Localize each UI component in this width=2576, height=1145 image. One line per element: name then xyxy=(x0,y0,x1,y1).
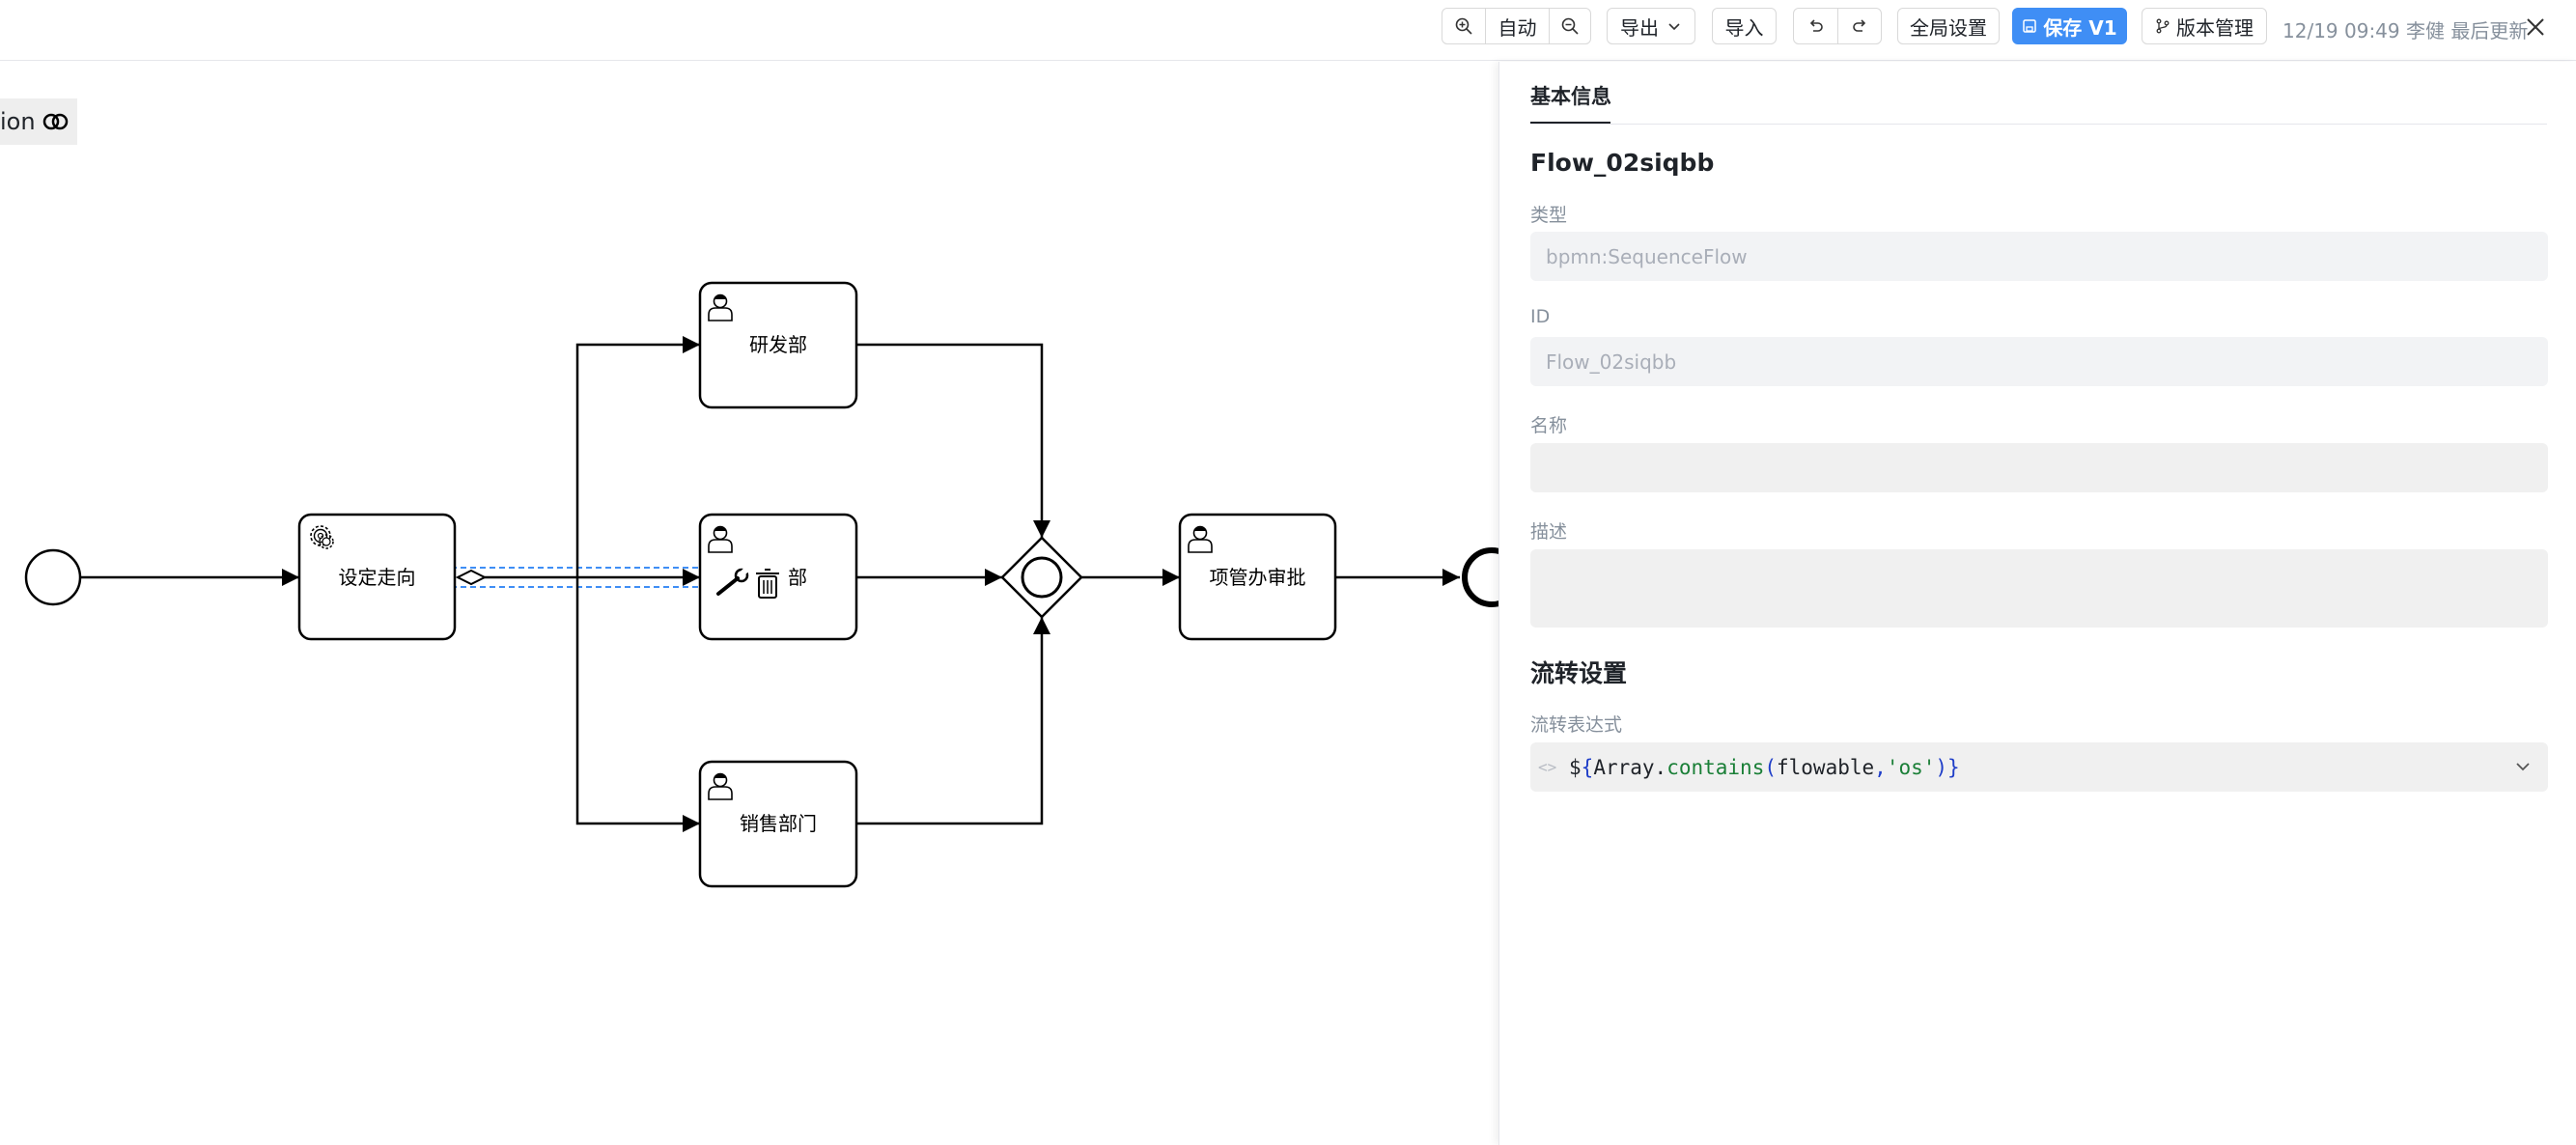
expr-token: ( xyxy=(1764,755,1777,779)
description-input[interactable] xyxy=(1530,549,2548,628)
canvas-toggle-label: ion xyxy=(0,108,36,135)
chevron-down-icon xyxy=(1668,23,1680,31)
end-event[interactable] xyxy=(1462,547,1498,607)
zoom-in-button[interactable] xyxy=(1442,9,1485,43)
sequence-flow-to-rd[interactable] xyxy=(575,336,700,577)
export-label: 导出 xyxy=(1620,15,1659,40)
expression-code: ${Array.contains(flowable,'os')} xyxy=(1569,756,1960,779)
save-icon xyxy=(2023,19,2037,33)
zoom-in-icon xyxy=(1455,17,1472,35)
task-rd[interactable]: 研发部 xyxy=(698,281,858,409)
last-updated-text: 12/19 09:49 李健 最后更新 xyxy=(2282,19,2529,42)
flow-expression-editor[interactable]: <> ${Array.contains(flowable,'os')} xyxy=(1530,742,2548,792)
tab-active-indicator xyxy=(1530,122,1610,125)
properties-panel: 基本信息 Flow_02siqbb 类型 bpmn:SequenceFlow I… xyxy=(1498,62,2576,1145)
task-sales-label: 销售部门 xyxy=(740,812,817,835)
task-sales[interactable]: 销售部门 xyxy=(698,760,858,888)
expr-token: 'os' xyxy=(1886,755,1936,779)
close-button[interactable] xyxy=(2522,14,2549,41)
zoom-auto-button[interactable]: 自动 xyxy=(1485,9,1549,43)
save-button[interactable]: 保存 V1 xyxy=(2012,8,2127,44)
expr-token: . xyxy=(1654,755,1667,779)
branch-icon xyxy=(2156,18,2170,34)
flow-expression-label: 流转表达式 xyxy=(1530,714,1623,736)
task-middle[interactable]: 部 xyxy=(698,513,858,641)
version-management-button[interactable]: 版本管理 xyxy=(2142,8,2267,44)
expr-token: $ xyxy=(1569,755,1582,779)
task-rd-label: 研发部 xyxy=(749,333,807,356)
name-label: 名称 xyxy=(1530,415,1568,436)
sequence-flow-sales-to-gateway[interactable] xyxy=(857,617,1050,825)
code-icon: <> xyxy=(1538,758,1557,776)
zoom-controls: 自动 xyxy=(1442,8,1591,44)
id-label: ID xyxy=(1530,306,1551,327)
element-title: Flow_02siqbb xyxy=(1530,149,1715,177)
history-controls xyxy=(1793,8,1882,44)
wrench-icon[interactable] xyxy=(716,568,749,596)
name-input[interactable] xyxy=(1530,443,2548,492)
zoom-out-button[interactable] xyxy=(1549,9,1590,43)
expr-token: { xyxy=(1581,755,1594,779)
canvas-toggle-chip[interactable]: ion xyxy=(0,98,77,145)
start-event[interactable] xyxy=(24,548,82,606)
type-label: 类型 xyxy=(1530,205,1568,226)
close-icon xyxy=(2527,18,2544,36)
sequence-flow-to-sales[interactable] xyxy=(575,577,700,832)
global-settings-button[interactable]: 全局设置 xyxy=(1897,8,2000,44)
save-label: 保存 V1 xyxy=(2043,15,2117,40)
import-button[interactable]: 导入 xyxy=(1712,8,1777,44)
redo-icon xyxy=(1853,19,1866,32)
sequence-flow-rd-to-gateway[interactable] xyxy=(857,343,1050,538)
expr-token: ) xyxy=(1935,755,1948,779)
expr-token: , xyxy=(1874,755,1887,779)
tab-divider xyxy=(1530,124,2547,125)
task-pm-approval[interactable]: 项管办审批 xyxy=(1178,513,1337,641)
undo-icon xyxy=(1809,19,1823,32)
version-management-label: 版本管理 xyxy=(2176,15,2254,40)
expr-token: } xyxy=(1947,755,1960,779)
gear-icon xyxy=(310,525,334,549)
export-dropdown[interactable]: 导出 xyxy=(1607,8,1695,44)
expr-token: Array xyxy=(1593,755,1655,779)
redo-button[interactable] xyxy=(1837,9,1881,43)
diagram-svg: 设定走向 研发部 部 xyxy=(24,281,1498,888)
type-field: bpmn:SequenceFlow xyxy=(1530,232,2548,281)
description-label: 描述 xyxy=(1530,521,1568,543)
trash-icon[interactable] xyxy=(756,569,779,599)
expr-token: contains xyxy=(1666,755,1765,779)
inclusive-gateway[interactable] xyxy=(1000,536,1083,619)
chevron-down-icon[interactable] xyxy=(2513,757,2533,776)
task-middle-label: 部 xyxy=(788,566,807,589)
top-toolbar: 自动 导出 导入 全局设置 保存 V1 版本管理 12/19 09:49 李健 … xyxy=(0,0,2576,61)
task-pm-approval-label: 项管办审批 xyxy=(1210,566,1306,589)
flow-settings-heading: 流转设置 xyxy=(1530,659,1628,687)
task-set-direction[interactable]: 设定走向 xyxy=(297,513,457,641)
task-set-direction-label: 设定走向 xyxy=(339,566,416,589)
expr-token: flowable xyxy=(1777,755,1875,779)
tab-basic-info[interactable]: 基本信息 xyxy=(1530,85,1611,108)
toggle-icon xyxy=(42,113,68,130)
id-field: Flow_02siqbb xyxy=(1530,337,2548,386)
zoom-out-icon xyxy=(1561,17,1579,35)
bpmn-canvas[interactable]: ion xyxy=(0,62,1498,1145)
undo-button[interactable] xyxy=(1794,9,1837,43)
